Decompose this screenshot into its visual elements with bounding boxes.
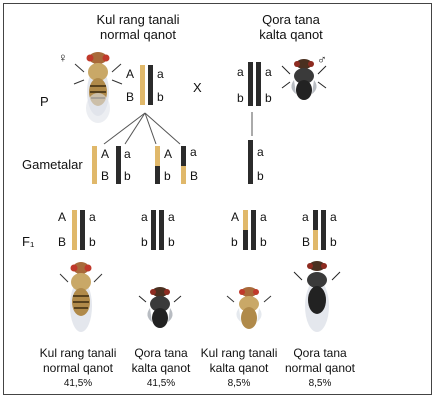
allele-b: b — [257, 170, 264, 182]
allele-B: B — [302, 236, 310, 248]
allele-B: B — [190, 170, 198, 182]
allele-b: b — [237, 92, 244, 104]
p-female-chromosome-grey — [140, 65, 145, 105]
allele-a: a — [237, 66, 244, 78]
offspring-2-percent: 41,5% — [126, 376, 196, 391]
allele-A: A — [58, 211, 66, 223]
offspring-2-line2: kalta qanot — [126, 361, 196, 376]
gamete-aB-bottom — [181, 166, 186, 184]
allele-b: b — [157, 91, 164, 103]
f1-4-chromosome-top — [313, 210, 318, 230]
allele-a: a — [330, 211, 337, 223]
allele-a: a — [302, 211, 309, 223]
fly-f1-grey-short — [226, 284, 272, 334]
allele-B: B — [126, 91, 134, 103]
gamete-ab — [116, 146, 121, 184]
offspring-1-percent: 41,5% — [28, 376, 128, 391]
allele-b: b — [89, 236, 96, 248]
gamete-Ab-bottom — [155, 166, 160, 184]
p-female-chromosome-black — [148, 65, 153, 105]
p-male-chromosome-2 — [256, 62, 261, 106]
offspring-2-line1: Qora tana — [126, 346, 196, 361]
offspring-4-percent: 8,5% — [284, 376, 356, 391]
fly-male-black-short — [280, 56, 328, 104]
offspring-3-line1: Kul rang tanali — [196, 346, 282, 361]
allele-B: B — [58, 236, 66, 248]
fly-female-grey-normal — [72, 50, 124, 128]
fly-f1-black-normal — [292, 258, 342, 336]
fly-f1-grey-normal — [58, 260, 104, 336]
offspring-caption-1: Kul rang tanali normal qanot 41,5% — [28, 346, 128, 391]
male-gamete-ab — [248, 140, 253, 184]
allele-b: b — [164, 170, 171, 182]
offspring-4-line1: Qora tana — [284, 346, 356, 361]
allele-b: b — [168, 236, 175, 248]
f1-1-chromosome-grey — [72, 210, 77, 250]
p-male-chromosome-1 — [248, 62, 253, 106]
allele-a: a — [141, 211, 148, 223]
fly-f1-black-short — [138, 284, 182, 332]
offspring-3-percent: 8,5% — [196, 376, 282, 391]
allele-b: b — [260, 236, 267, 248]
gamete-Ab-top — [155, 146, 160, 166]
f1-4-chromosome-black — [321, 210, 326, 250]
offspring-caption-2: Qora tana kalta qanot 41,5% — [126, 346, 196, 391]
f1-2-chromosome-1 — [151, 210, 156, 250]
gamete-aB-top — [181, 146, 186, 166]
allele-a: a — [157, 68, 164, 80]
offspring-3-line2: kalta qanot — [196, 361, 282, 376]
gamete-AB — [92, 146, 97, 184]
offspring-4-line2: normal qanot — [284, 361, 356, 376]
allele-b: b — [124, 170, 131, 182]
allele-A: A — [164, 148, 172, 160]
f1-1-chromosome-black — [80, 210, 85, 250]
allele-a: a — [124, 148, 131, 160]
allele-b: b — [141, 236, 148, 248]
allele-B: B — [101, 170, 109, 182]
offspring-caption-4: Qora tana normal qanot 8,5% — [284, 346, 356, 391]
f1-3-chromosome-black — [251, 210, 256, 250]
allele-a: a — [257, 146, 264, 158]
f1-2-chromosome-2 — [159, 210, 164, 250]
allele-b: b — [231, 236, 238, 248]
allele-A: A — [101, 148, 109, 160]
f1-3-chromosome-bottom — [243, 230, 248, 250]
allele-A: A — [231, 211, 239, 223]
offspring-1-line1: Kul rang tanali — [28, 346, 128, 361]
allele-a: a — [168, 211, 175, 223]
allele-b: b — [330, 236, 337, 248]
allele-b: b — [265, 92, 272, 104]
allele-a: a — [265, 66, 272, 78]
allele-a: a — [260, 211, 267, 223]
offspring-1-line2: normal qanot — [28, 361, 128, 376]
allele-A: A — [126, 68, 134, 80]
allele-a: a — [190, 146, 197, 158]
offspring-caption-3: Kul rang tanali kalta qanot 8,5% — [196, 346, 282, 391]
f1-3-chromosome-top — [243, 210, 248, 230]
f1-4-chromosome-bottom — [313, 230, 318, 250]
allele-a: a — [89, 211, 96, 223]
